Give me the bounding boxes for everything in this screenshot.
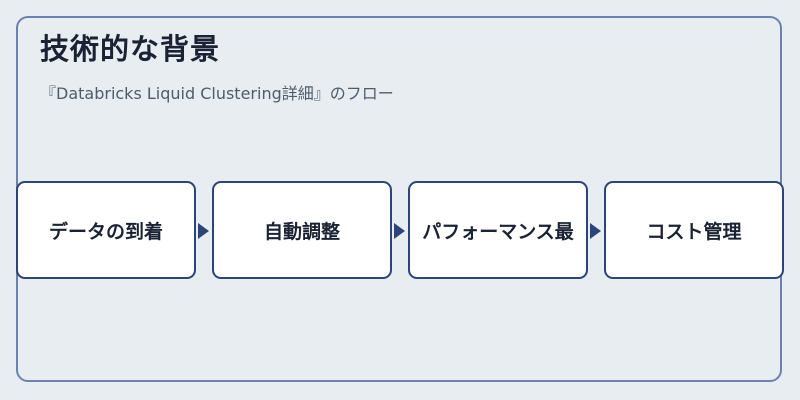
flow-step-data-arrival: データの到着	[16, 181, 196, 279]
flow-step-performance: パフォーマンス最	[408, 181, 588, 279]
flow-step-auto-tuning: 自動調整	[212, 181, 392, 279]
page-title: 技術的な背景	[40, 32, 221, 66]
flow-step-cost-management: コスト管理	[604, 181, 784, 279]
page-subtitle: 『Databricks Liquid Clustering詳細』のフロー	[40, 84, 394, 103]
flow-arrow-2	[394, 223, 405, 239]
flow-arrow-3	[590, 223, 601, 239]
flow-arrow-1	[198, 223, 209, 239]
